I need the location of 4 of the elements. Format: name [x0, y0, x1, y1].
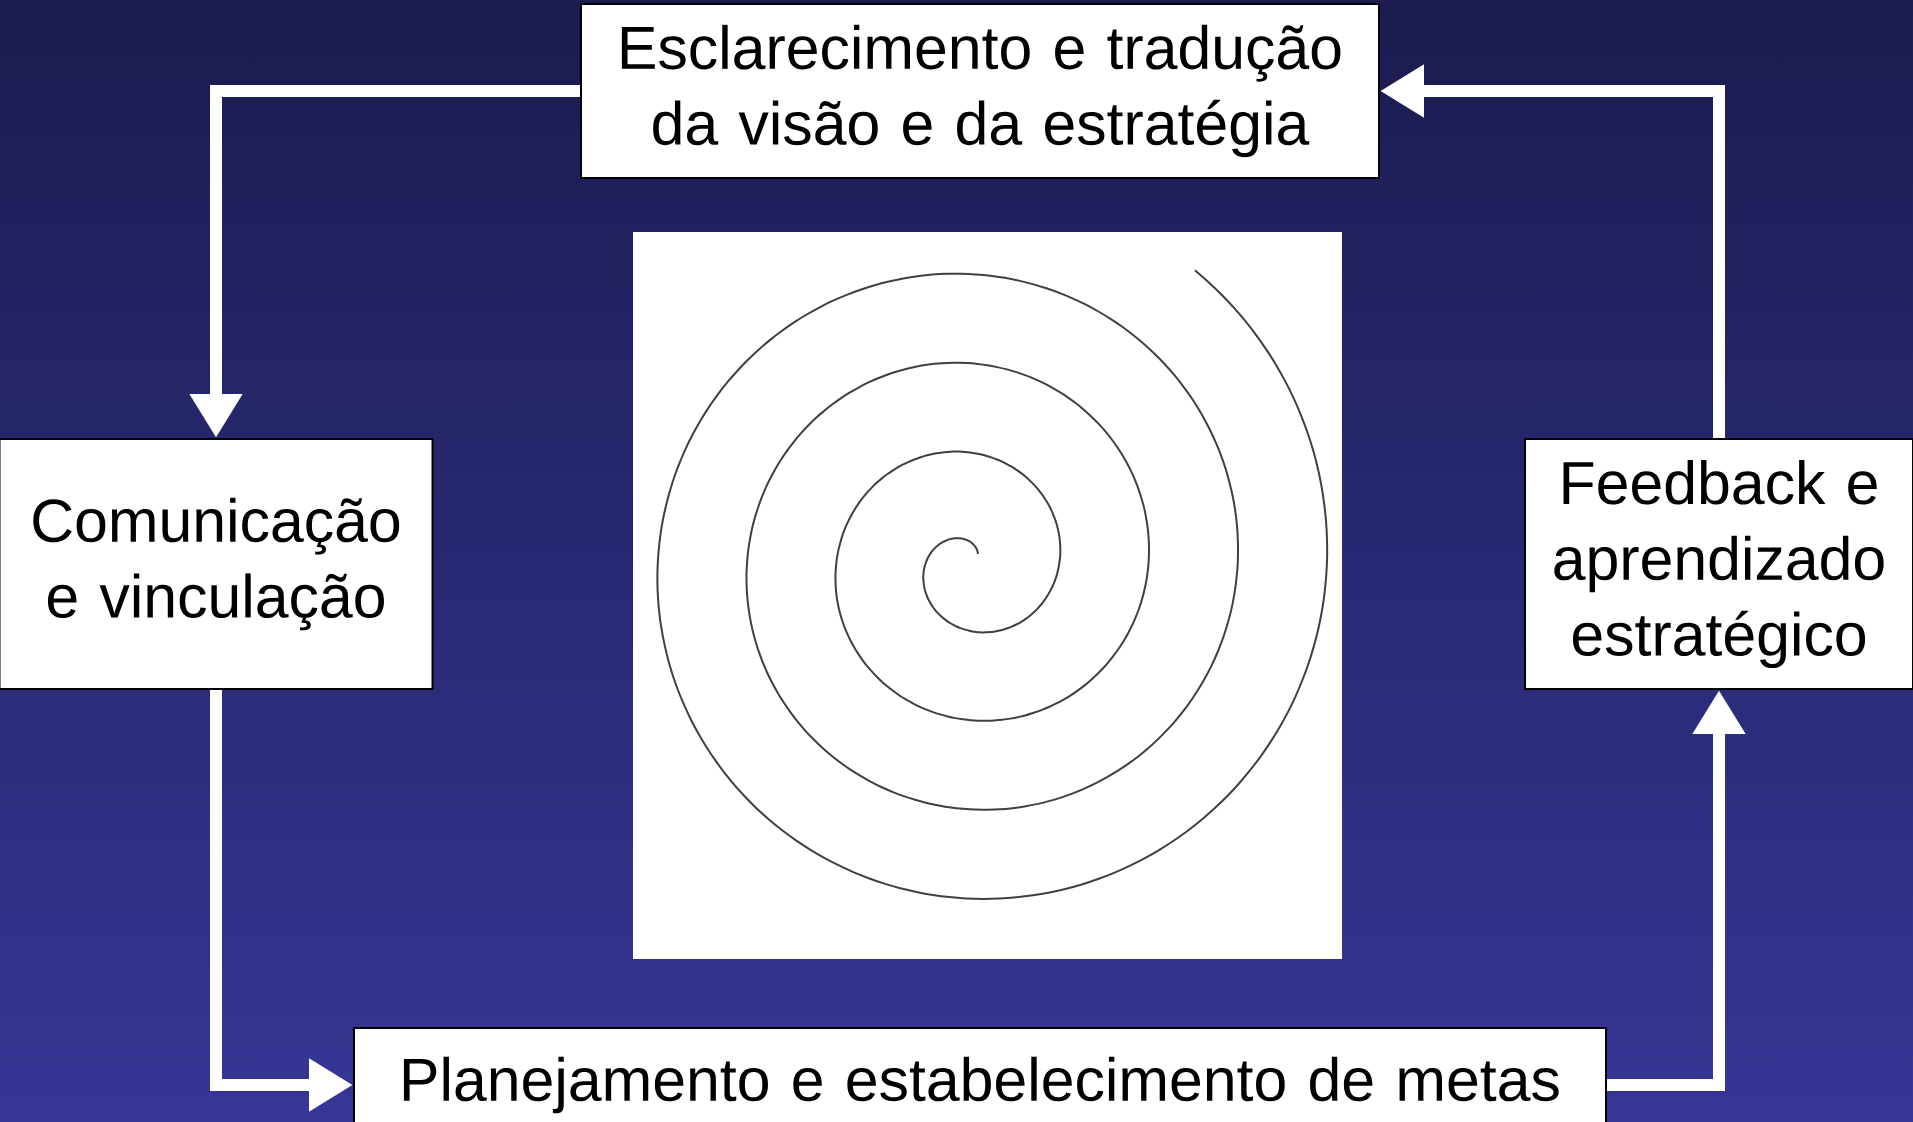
text-box: Comunicação e vinculação — [0, 438, 434, 690]
text-box: Planejamento e estabelecimento de metas — [353, 1027, 1607, 1122]
text-box: Esclarecimento e tradução da visão e da estratégia — [580, 3, 1380, 179]
text-box: Feedback e aprendizado estratégico — [1524, 438, 1913, 690]
